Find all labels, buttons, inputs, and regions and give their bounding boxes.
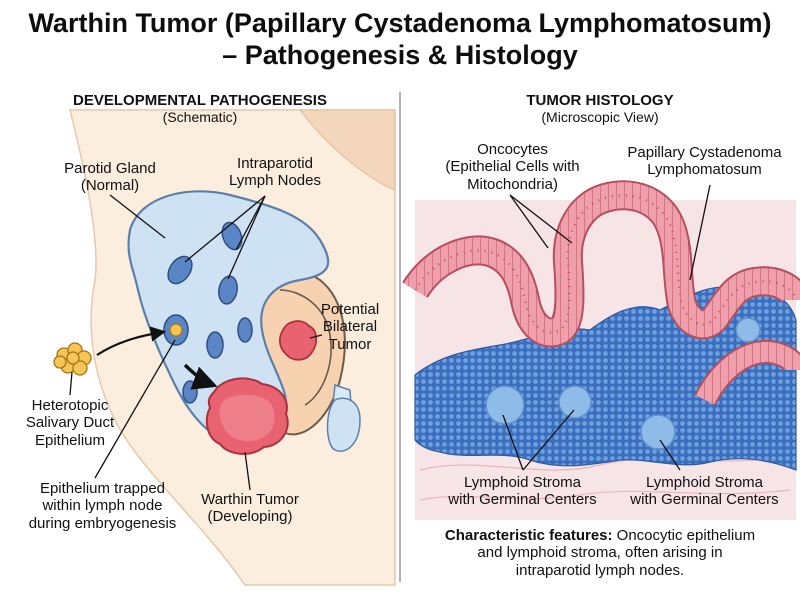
papillary-epithelium bbox=[403, 182, 800, 346]
caption-line-2: and lymphoid stroma, often arising in bbox=[477, 544, 723, 562]
parotid-gland bbox=[127, 190, 330, 447]
caption-rest: Oncocytic epithelium bbox=[612, 527, 756, 544]
lymph-node bbox=[182, 380, 198, 404]
germinal-center bbox=[735, 317, 761, 343]
caption-line-3: intraparotid lymph nodes. bbox=[515, 561, 685, 579]
label-epithelium-trapped: Epithelium trapped within lymph node dur… bbox=[28, 480, 177, 532]
migration-arrow bbox=[96, 326, 167, 356]
upper-tissue bbox=[298, 109, 396, 191]
left-panel-subheading: (Schematic) bbox=[162, 109, 238, 125]
label-intraparotid-lymph-nodes: Intraparotid Lymph Nodes bbox=[229, 155, 321, 190]
growth-arrow bbox=[183, 363, 218, 390]
trapped-epithelium bbox=[169, 323, 183, 337]
right-leader-lines bbox=[502, 184, 711, 471]
label-heterotopic-epithelium: Heterotopic Salivary Duct Epithelium bbox=[25, 397, 115, 449]
left-leader-lines bbox=[69, 194, 323, 491]
gland-lobule bbox=[326, 397, 361, 452]
figure-title-line-2: – Pathogenesis & Histology bbox=[222, 40, 578, 70]
lower-epithelium bbox=[696, 341, 800, 405]
lymph-node bbox=[206, 331, 224, 359]
label-parotid-gland: Parotid Gland (Normal) bbox=[64, 160, 156, 195]
tumor-highlight bbox=[219, 394, 275, 442]
germinal-center bbox=[558, 385, 592, 419]
left-panel-artwork bbox=[53, 109, 396, 586]
histology-caption: Characteristic features: Oncocytic epith… bbox=[405, 527, 795, 579]
ear-canal-line bbox=[279, 289, 332, 406]
lymph-node bbox=[167, 255, 193, 285]
left-panel-heading: DEVELOPMENTAL PATHOGENESIS bbox=[73, 92, 327, 109]
heterotopic-epithelium-cluster bbox=[53, 342, 92, 376]
lymph-node bbox=[237, 317, 253, 343]
bilateral-tumor bbox=[279, 320, 318, 361]
right-panel-heading: TUMOR HISTOLOGY bbox=[526, 92, 674, 109]
lymph-node bbox=[218, 275, 238, 305]
right-panel-subheading: (Microscopic View) bbox=[541, 109, 659, 125]
label-warthin-tumor-developing: Warthin Tumor (Developing) bbox=[201, 491, 299, 526]
germinal-center bbox=[485, 385, 525, 425]
label-potential-bilateral-tumor: Potential Bilateral Tumor bbox=[320, 301, 380, 353]
label-papillary-cystadenoma: Papillary Cystadenoma Lymphomatosum bbox=[627, 144, 782, 179]
label-lymphoid-stroma-1: Lymphoid Stroma with Germinal Centers bbox=[448, 474, 597, 509]
figure-title-line-1: Warthin Tumor (Papillary Cystadenoma Lym… bbox=[28, 8, 772, 38]
caption-bold: Characteristic features: bbox=[444, 527, 613, 544]
label-oncocytes: Oncocytes (Epithelial Cells with Mitocho… bbox=[445, 141, 580, 193]
right-panel-artwork bbox=[402, 180, 800, 520]
germinal-center bbox=[640, 414, 676, 450]
label-lymphoid-stroma-2: Lymphoid Stroma with Germinal Centers bbox=[630, 474, 779, 509]
